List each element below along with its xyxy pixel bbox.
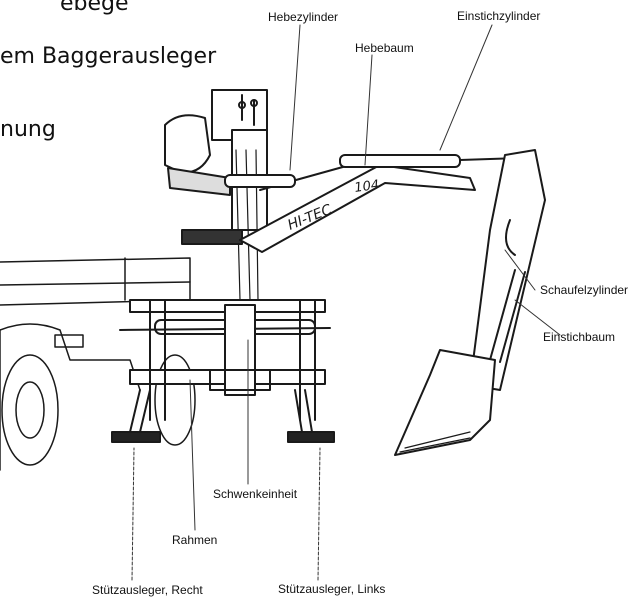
label-einstichzylinder: Einstichzylinder <box>457 9 541 23</box>
label-hebebaum: Hebebaum <box>355 41 414 55</box>
label-hebezylinder: Hebezylinder <box>268 10 339 24</box>
dipper-cylinder <box>339 154 521 168</box>
label-einstichbaum: Einstichbaum <box>543 330 616 344</box>
frame-drawing <box>119 299 331 421</box>
dipper-arm <box>469 149 546 391</box>
label-stuetzausleger-recht: Stützausleger, Recht <box>92 583 203 597</box>
boom-model-text: 104 <box>353 178 380 196</box>
label-schaufelzylinder: Schaufelzylinder <box>540 283 629 297</box>
label-stuetzausleger-links: Stützausleger, Links <box>278 582 386 596</box>
truck-outline <box>0 257 196 471</box>
label-schwenkeinheit: Schwenkeinheit <box>213 487 298 501</box>
slide-text-line1: ebege <box>60 0 129 16</box>
main-boom: HI-TEC 104 <box>239 164 476 253</box>
slide-text-line3: nung <box>0 117 56 142</box>
stabilizer-feet <box>111 389 335 443</box>
bucket <box>394 349 496 456</box>
seat-and-controls <box>164 89 268 301</box>
lift-cylinder <box>224 174 296 188</box>
label-rahmen: Rahmen <box>172 533 218 547</box>
leader-lines <box>131 24 561 581</box>
slide-text-line2: em Baggerausleger <box>0 44 217 69</box>
